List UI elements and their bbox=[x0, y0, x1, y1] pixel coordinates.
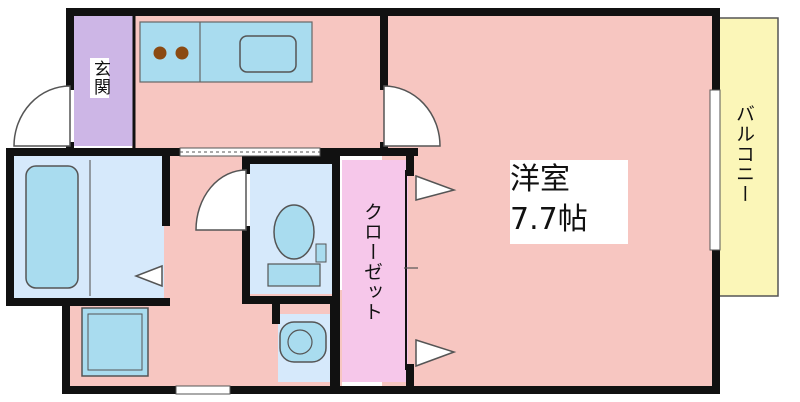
paper-holder-icon bbox=[315, 243, 327, 263]
toilet-tank-icon bbox=[267, 263, 321, 287]
toilet-bowl-icon bbox=[273, 204, 315, 260]
doors bbox=[13, 85, 457, 368]
kitchen-sink-icon bbox=[239, 35, 297, 73]
stove-burner-icon bbox=[175, 46, 189, 60]
closet-floor bbox=[342, 160, 408, 382]
bathtub-icon bbox=[25, 165, 79, 289]
room-size-label: 7.7帖 bbox=[510, 202, 588, 237]
washbasin-icon bbox=[279, 321, 327, 363]
balcony-label: バルコニー bbox=[733, 104, 755, 204]
washbasin-bowl bbox=[287, 329, 313, 355]
room-name-label: 洋室 bbox=[510, 162, 570, 197]
genkan-label: 玄関 bbox=[90, 58, 110, 98]
room-name-box: 洋室 7.7帖 bbox=[510, 160, 628, 244]
closet-label: クローゼット bbox=[361, 202, 383, 322]
walls bbox=[6, 8, 720, 394]
laundry-pan-inner bbox=[87, 313, 143, 371]
balcony-area bbox=[715, 17, 779, 297]
stove-burner-icon bbox=[153, 46, 167, 60]
laundry-pan-icon bbox=[81, 307, 149, 377]
